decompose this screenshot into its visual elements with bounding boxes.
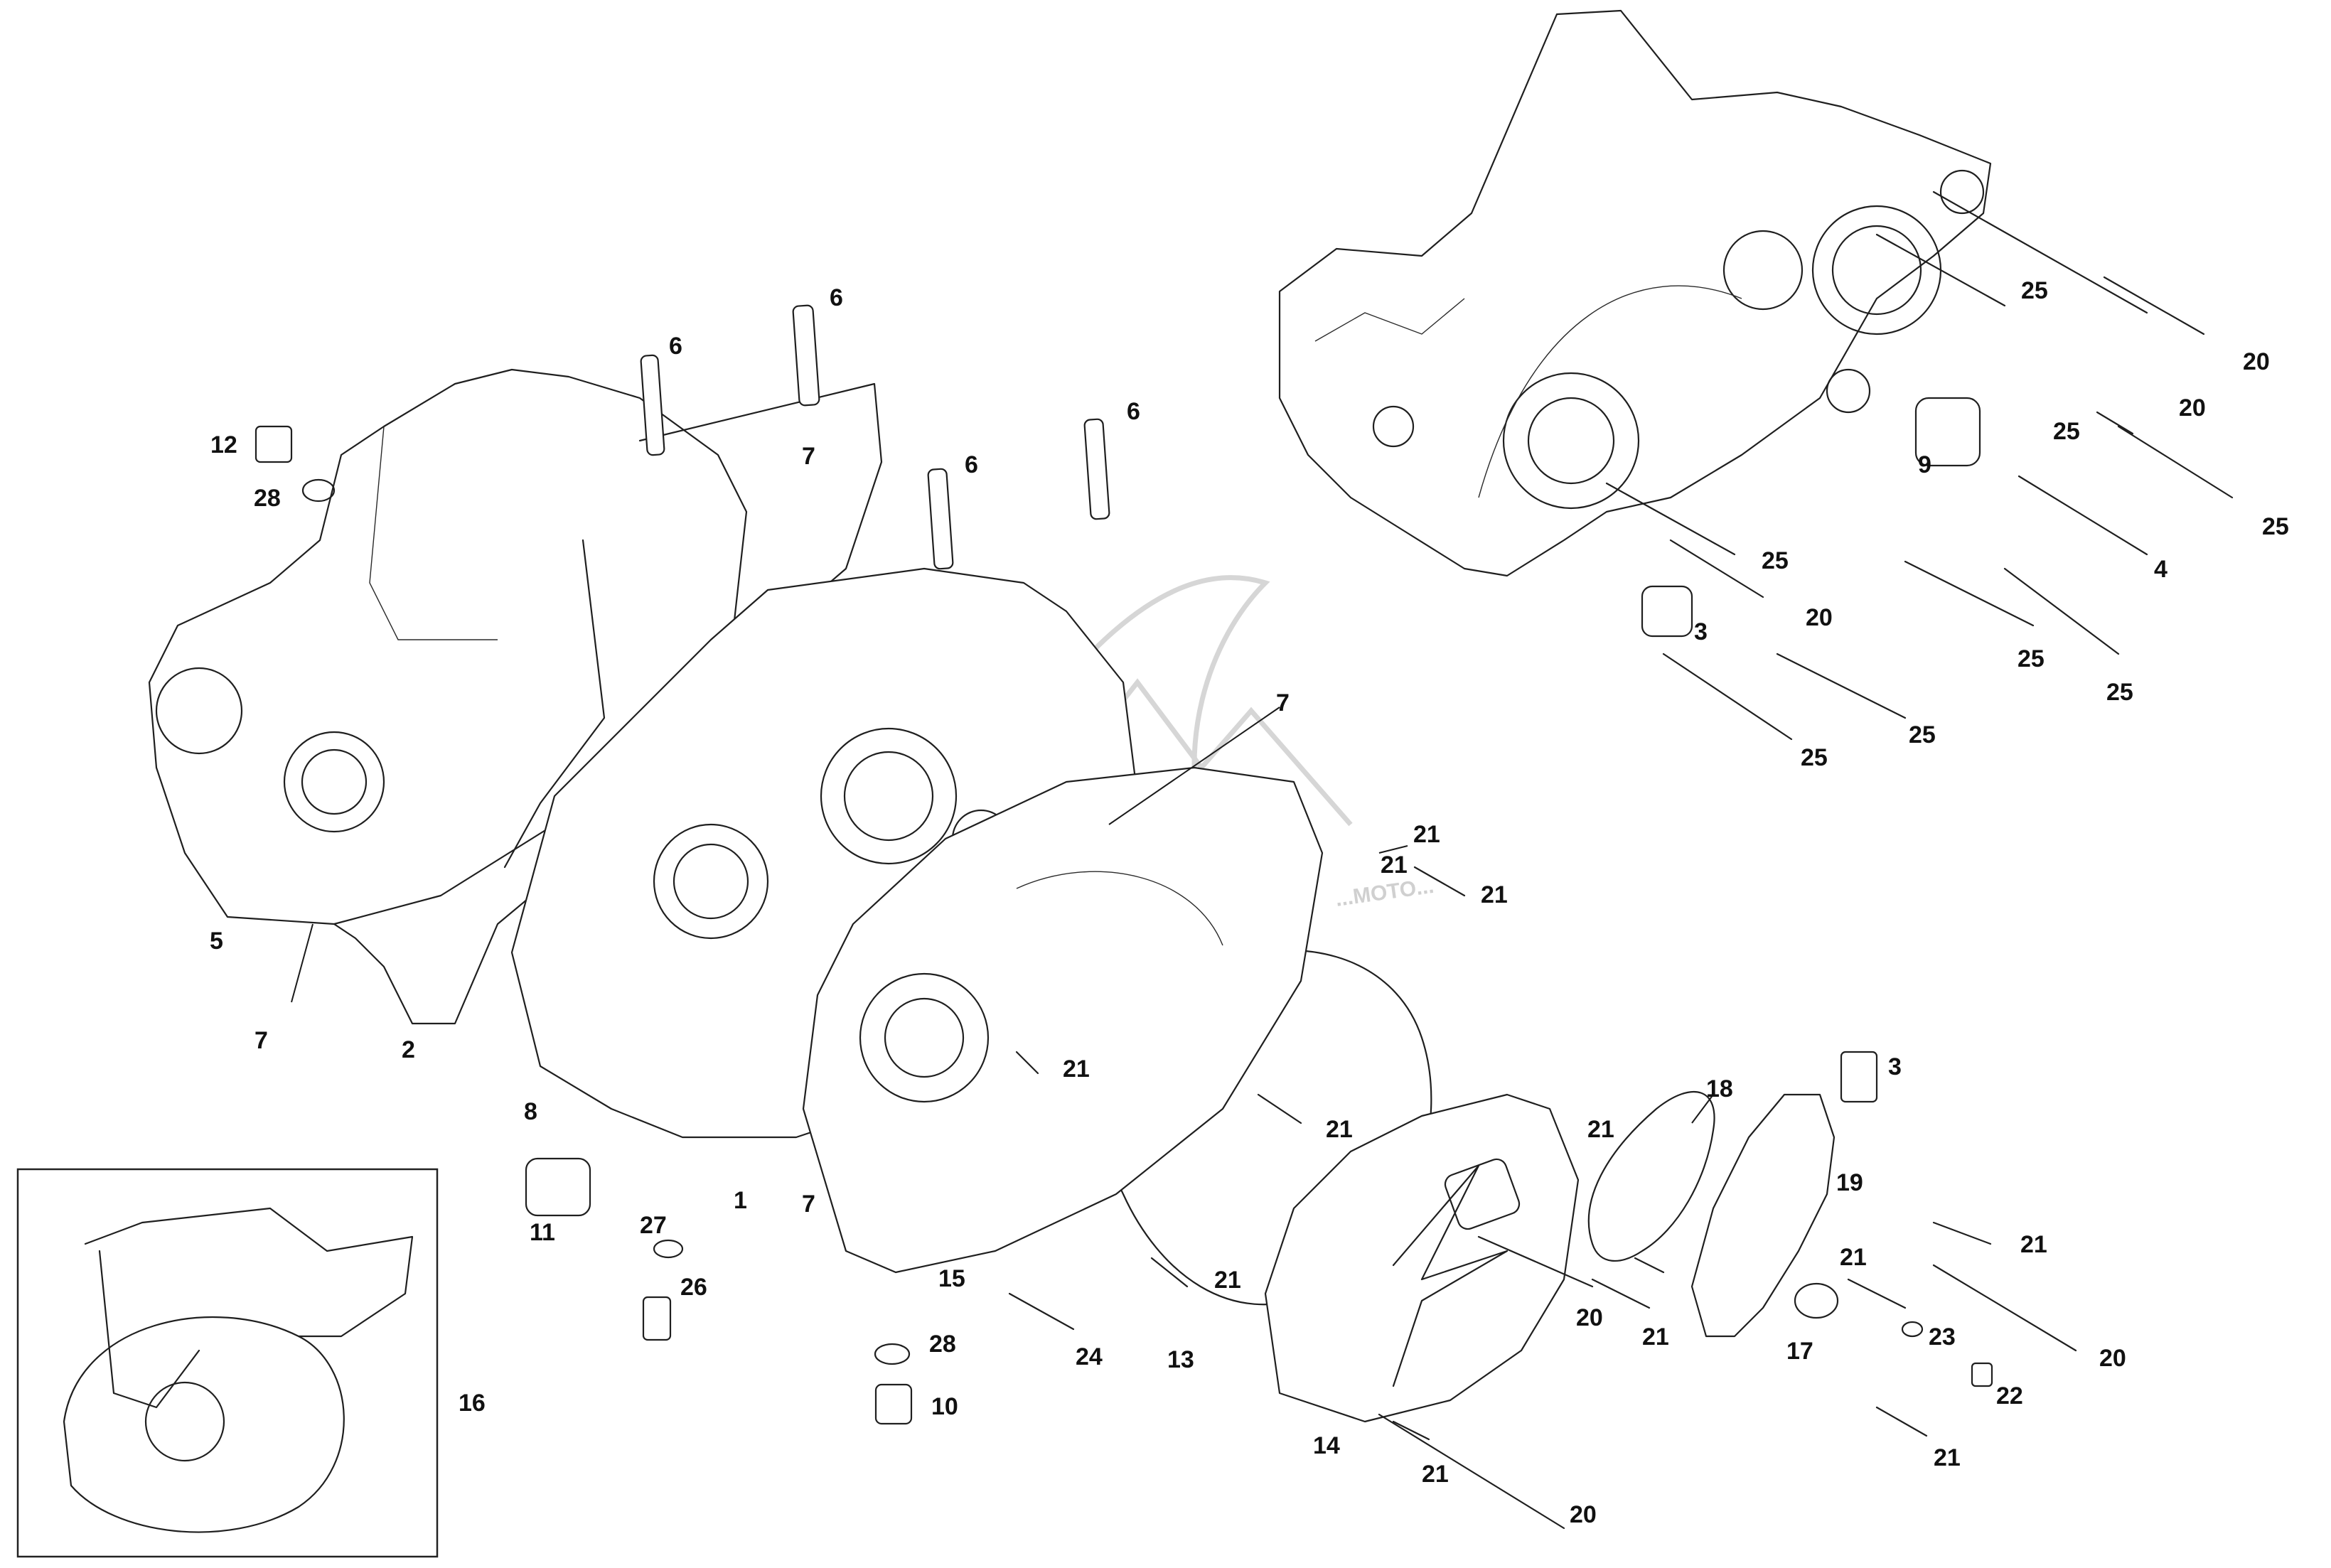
callout-27: 27 [640,1212,667,1239]
callout-20: 20 [2099,1345,2126,1372]
callout-21: 21 [2020,1231,2047,1258]
callout-25: 25 [2262,513,2289,540]
callout-10: 10 [931,1393,958,1420]
callout-6: 6 [965,451,978,478]
callout-21: 21 [1214,1267,1241,1294]
callout-25: 25 [2106,679,2133,706]
water-pump-gasket [1587,1090,1715,1262]
callout-20: 20 [2179,394,2206,421]
callout-21: 21 [1422,1461,1449,1488]
callout-21: 21 [1381,852,1408,879]
callout-20: 20 [1570,1501,1597,1528]
callout-14: 14 [1313,1432,1340,1459]
callout-20: 20 [1806,604,1833,631]
callout-11: 11 [530,1219,555,1246]
callout-3: 3 [1694,618,1708,645]
callout-25: 25 [2053,418,2080,445]
callout-25: 25 [1762,547,1789,574]
callout-13: 13 [1167,1346,1194,1373]
callout-20: 20 [1576,1304,1603,1331]
callout-7: 7 [802,1191,815,1218]
callout-5: 5 [210,928,223,955]
callout-21: 21 [1481,881,1508,908]
callout-6: 6 [669,333,682,360]
callout-6: 6 [1127,398,1140,425]
callout-12: 12 [210,431,237,458]
callout-7: 7 [802,443,815,470]
callout-20: 20 [2243,348,2270,375]
callout-18: 18 [1706,1075,1733,1102]
callout-24: 24 [1076,1343,1103,1370]
callout-21: 21 [1840,1244,1867,1271]
ignition-cover [1264,1093,1580,1423]
callout-25: 25 [2017,645,2045,672]
callout-9: 9 [1918,451,1931,478]
callout-25: 25 [1909,721,1936,748]
inset-frame [16,1168,439,1558]
callout-2: 2 [402,1036,415,1063]
callout-15: 15 [938,1265,965,1292]
callout-16: 16 [459,1390,486,1417]
callout-1: 1 [734,1187,747,1214]
callout-28: 28 [929,1331,956,1358]
callout-21: 21 [1326,1116,1353,1143]
callout-17: 17 [1786,1338,1813,1365]
bolts [1008,190,2234,1530]
callout-23: 23 [1929,1323,1956,1350]
leader-lines [291,707,1714,1124]
callout-7: 7 [254,1027,268,1054]
callout-22: 22 [1996,1382,2023,1409]
callout-21: 21 [1934,1444,1961,1471]
callout-3: 3 [1888,1053,1902,1080]
callout-4: 4 [2154,556,2167,583]
water-pump-cover [1690,1093,1836,1338]
callout-7: 7 [1276,689,1290,716]
callout-21: 21 [1587,1116,1614,1143]
callout-28: 28 [254,485,281,512]
callout-21: 21 [1413,821,1440,848]
callout-25: 25 [1801,744,1828,771]
callout-8: 8 [524,1098,537,1125]
callout-6: 6 [830,284,843,311]
small-parts [254,304,1993,1425]
watermark-text: ...MOTO... [1334,874,1435,911]
callout-26: 26 [680,1274,707,1301]
callout-21: 21 [1642,1323,1669,1350]
crankcase-right-half [1278,9,1992,577]
callout-21: 21 [1063,1056,1090,1083]
clutch-cover [802,766,1324,1274]
callouts: 1 2 3 3 4 5 6 6 6 6 7 7 7 7 8 9 10 11 12… [210,277,2289,1528]
callout-25: 25 [2021,277,2048,304]
gasket-kit-inset [16,1168,439,1558]
callout-19: 19 [1836,1169,1863,1196]
